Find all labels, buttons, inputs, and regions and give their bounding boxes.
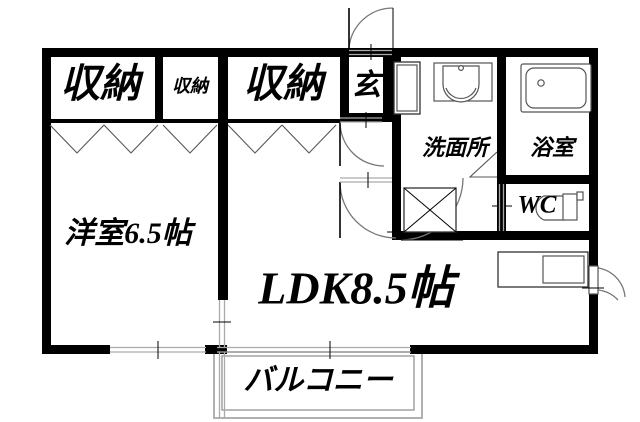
closet-door-marks <box>49 124 337 154</box>
toilet-bowl-fixture <box>535 191 584 221</box>
ldk-hall-door[interactable] <box>339 172 397 239</box>
wall-closet-ldk-bottom <box>228 119 340 123</box>
room-label-closet-middle: 収納 <box>172 76 210 96</box>
room-label-ldk: LDK8.5帖 <box>257 263 461 314</box>
ldk-hall-door-swing <box>339 181 397 239</box>
room-label-bathroom: 浴室 <box>530 135 578 160</box>
wc-door[interactable] <box>492 184 512 231</box>
balcony-sliding-door[interactable] <box>217 341 411 359</box>
wall-closet-divider-1 <box>155 53 163 119</box>
wall-hall-top <box>401 48 412 57</box>
bedroom-ldk-sliding-door[interactable] <box>213 300 231 348</box>
sink-basin-bowl <box>445 87 477 100</box>
wall-wc-bottom <box>497 231 598 240</box>
wall-entrance-left <box>340 48 349 120</box>
closet-vmark-4 <box>227 124 283 154</box>
bedroom-window[interactable] <box>110 341 206 359</box>
entrance-door[interactable] <box>348 7 394 60</box>
kitchen-counter-fixture <box>497 251 589 288</box>
room-label-closet-ldk: 収納 <box>243 61 327 106</box>
ldk-entry-door-swing-2 <box>597 267 626 298</box>
ldk-entry-door-leaf <box>588 265 599 295</box>
wall-closet-divider-2 <box>218 53 228 119</box>
balcony-inner-outline <box>221 355 415 411</box>
toilet-lever <box>576 191 584 201</box>
wall-bottom-bedroom-left <box>42 345 110 354</box>
bathtub-inner <box>525 67 587 109</box>
room-label-balcony: バルコニー <box>243 364 393 397</box>
wall-bottom-ldk-right <box>410 345 598 354</box>
closet-vmark-2 <box>103 124 159 154</box>
closet-vmark-3 <box>162 124 218 154</box>
wall-bottom-ldk-left <box>205 345 217 354</box>
wall-bath-wc <box>497 175 598 184</box>
wall-entrance-right <box>383 57 392 122</box>
vanity-sink-fixture <box>433 62 493 103</box>
toilet-bowl <box>535 195 565 221</box>
bathroom-door-jamb <box>497 140 501 154</box>
room-label-entrance: 玄 <box>351 69 386 102</box>
room-label-western-room: 洋室6.5帖 <box>64 216 196 250</box>
sink-faucet <box>458 64 465 71</box>
room-label-closet-left: 収納 <box>60 61 144 106</box>
bathtub-fixture <box>520 63 592 113</box>
closet-vmark-5 <box>281 124 337 154</box>
ldk-entry-door[interactable] <box>582 265 626 301</box>
wall-closet-left-bottom <box>42 119 163 123</box>
wall-hall-washroom <box>392 122 401 240</box>
bathtub-drain <box>537 79 545 87</box>
wall-washroom-bath <box>497 48 506 240</box>
washing-machine-fixture <box>403 187 457 233</box>
toilet-tank <box>562 193 578 221</box>
entrance-door-swing <box>348 7 394 49</box>
wall-bedroom-ldk <box>218 48 228 300</box>
wall-right <box>589 48 598 354</box>
hall-door[interactable] <box>339 112 385 167</box>
washing-machine-x2 <box>403 187 457 233</box>
shoe-cabinet-inner <box>396 64 418 112</box>
wall-washroom-bottom <box>392 231 502 240</box>
bathroom-door-fold <box>468 151 498 178</box>
closet-vmark-1 <box>49 124 105 154</box>
balcony-area: バルコニー <box>213 351 423 419</box>
sliding-openings <box>110 300 411 418</box>
kitchen-sink-basin <box>542 255 585 284</box>
room-label-toilet: WC <box>518 192 557 219</box>
hall-door-swing <box>339 121 385 167</box>
room-label-washroom: 洗面所 <box>422 135 492 160</box>
shoe-cabinet-fixture <box>393 61 421 115</box>
bathroom-door[interactable] <box>468 140 501 178</box>
ldk-entry-door-swing <box>597 289 619 301</box>
wall-left <box>42 48 51 354</box>
wall-closet-middle-bottom <box>155 119 228 123</box>
